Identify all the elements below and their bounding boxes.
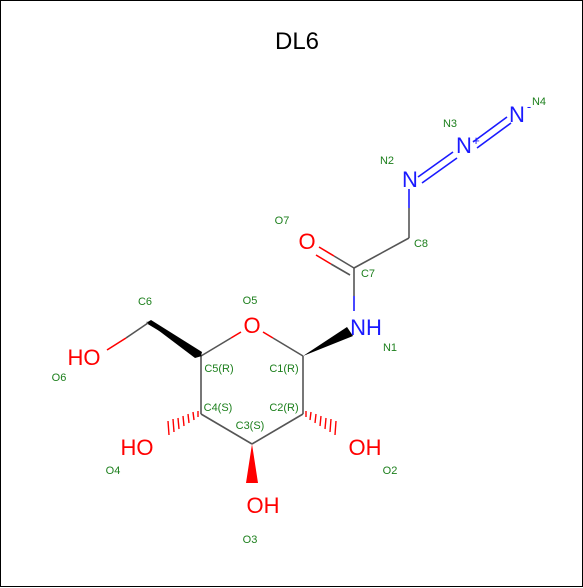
bond-c2-c3: [251, 413, 304, 445]
bond-c6-o6-oxygen: [106, 337, 127, 351]
bond-c6-o6-carbon: [125, 322, 149, 339]
bond-n2-n3-a: [417, 151, 454, 178]
bond-c7-o7-oxygen-b: [315, 254, 332, 265]
atom-ring-oxygen: O: [243, 313, 260, 338]
atom-oh2: OH: [349, 435, 382, 460]
diagram-title: DL6: [275, 28, 319, 55]
atom-amide-oxygen: O: [298, 229, 315, 254]
atom-symbols: O O NH HO HO OH OH N N + N -: [68, 99, 532, 518]
label-o6: O6: [52, 372, 67, 384]
bond-o5-c1-carbon: [272, 337, 304, 357]
bond-c5-o5-oxygen: [230, 331, 242, 339]
label-n3: N3: [443, 118, 457, 130]
bond-o5-c1-oxygen: [262, 331, 274, 339]
bond-n3-n4-a: [472, 116, 508, 143]
label-o4: O4: [106, 465, 121, 477]
bonds: [106, 116, 512, 483]
atom-ho4: HO: [121, 435, 154, 460]
bond-c3-c4: [200, 413, 253, 445]
bond-c5-o5-carbon: [200, 337, 232, 357]
atom-azide-n-mid-charge: +: [472, 133, 480, 148]
label-n2: N2: [380, 155, 394, 167]
atom-azide-n-right: N: [509, 102, 525, 127]
wedge-c1-n1: [303, 327, 353, 356]
label-n4: N4: [532, 96, 546, 108]
atom-azide-n-left: N: [402, 167, 418, 192]
atom-index-labels: N1 N2 N3 N4 O2 O3 O4 O5 O6 O7 C1(R) C2(R…: [52, 96, 546, 546]
label-o2: O2: [383, 465, 398, 477]
label-o5: O5: [243, 295, 258, 307]
wedge-c5-c6: [146, 320, 202, 356]
label-c7: C7: [361, 268, 375, 280]
bond-c7-o7-carbon-a: [333, 255, 355, 269]
bond-n3-n4-b: [476, 122, 512, 149]
bond-c7-o7-carbon-b: [330, 263, 351, 276]
hashed-bond-c2-o2: [305, 411, 337, 436]
label-c1: C1(R): [269, 363, 298, 375]
atom-nh: NH: [350, 315, 382, 340]
label-c8: C8: [414, 238, 428, 250]
bond-c7-o7-oxygen-a: [318, 246, 335, 257]
label-o3: O3: [243, 534, 258, 546]
atom-oh3: OH: [247, 493, 280, 518]
label-c3: C3(S): [236, 420, 265, 432]
wedge-c3-o3: [246, 444, 258, 483]
hashed-bond-c4-o4: [167, 411, 199, 436]
label-c5: C5(R): [204, 363, 233, 375]
label-n1: N1: [383, 342, 397, 354]
bond-n2-n3-b: [421, 157, 458, 184]
label-c6: C6: [138, 296, 152, 308]
atom-ho6: HO: [68, 345, 101, 370]
atom-azide-n-mid: N: [456, 133, 472, 158]
label-c2: C2(R): [269, 402, 298, 414]
label-o7: O7: [275, 215, 290, 227]
label-c4: C4(S): [204, 402, 233, 414]
atom-azide-n-right-charge: -: [527, 99, 531, 114]
bond-c7-c8: [353, 237, 410, 269]
